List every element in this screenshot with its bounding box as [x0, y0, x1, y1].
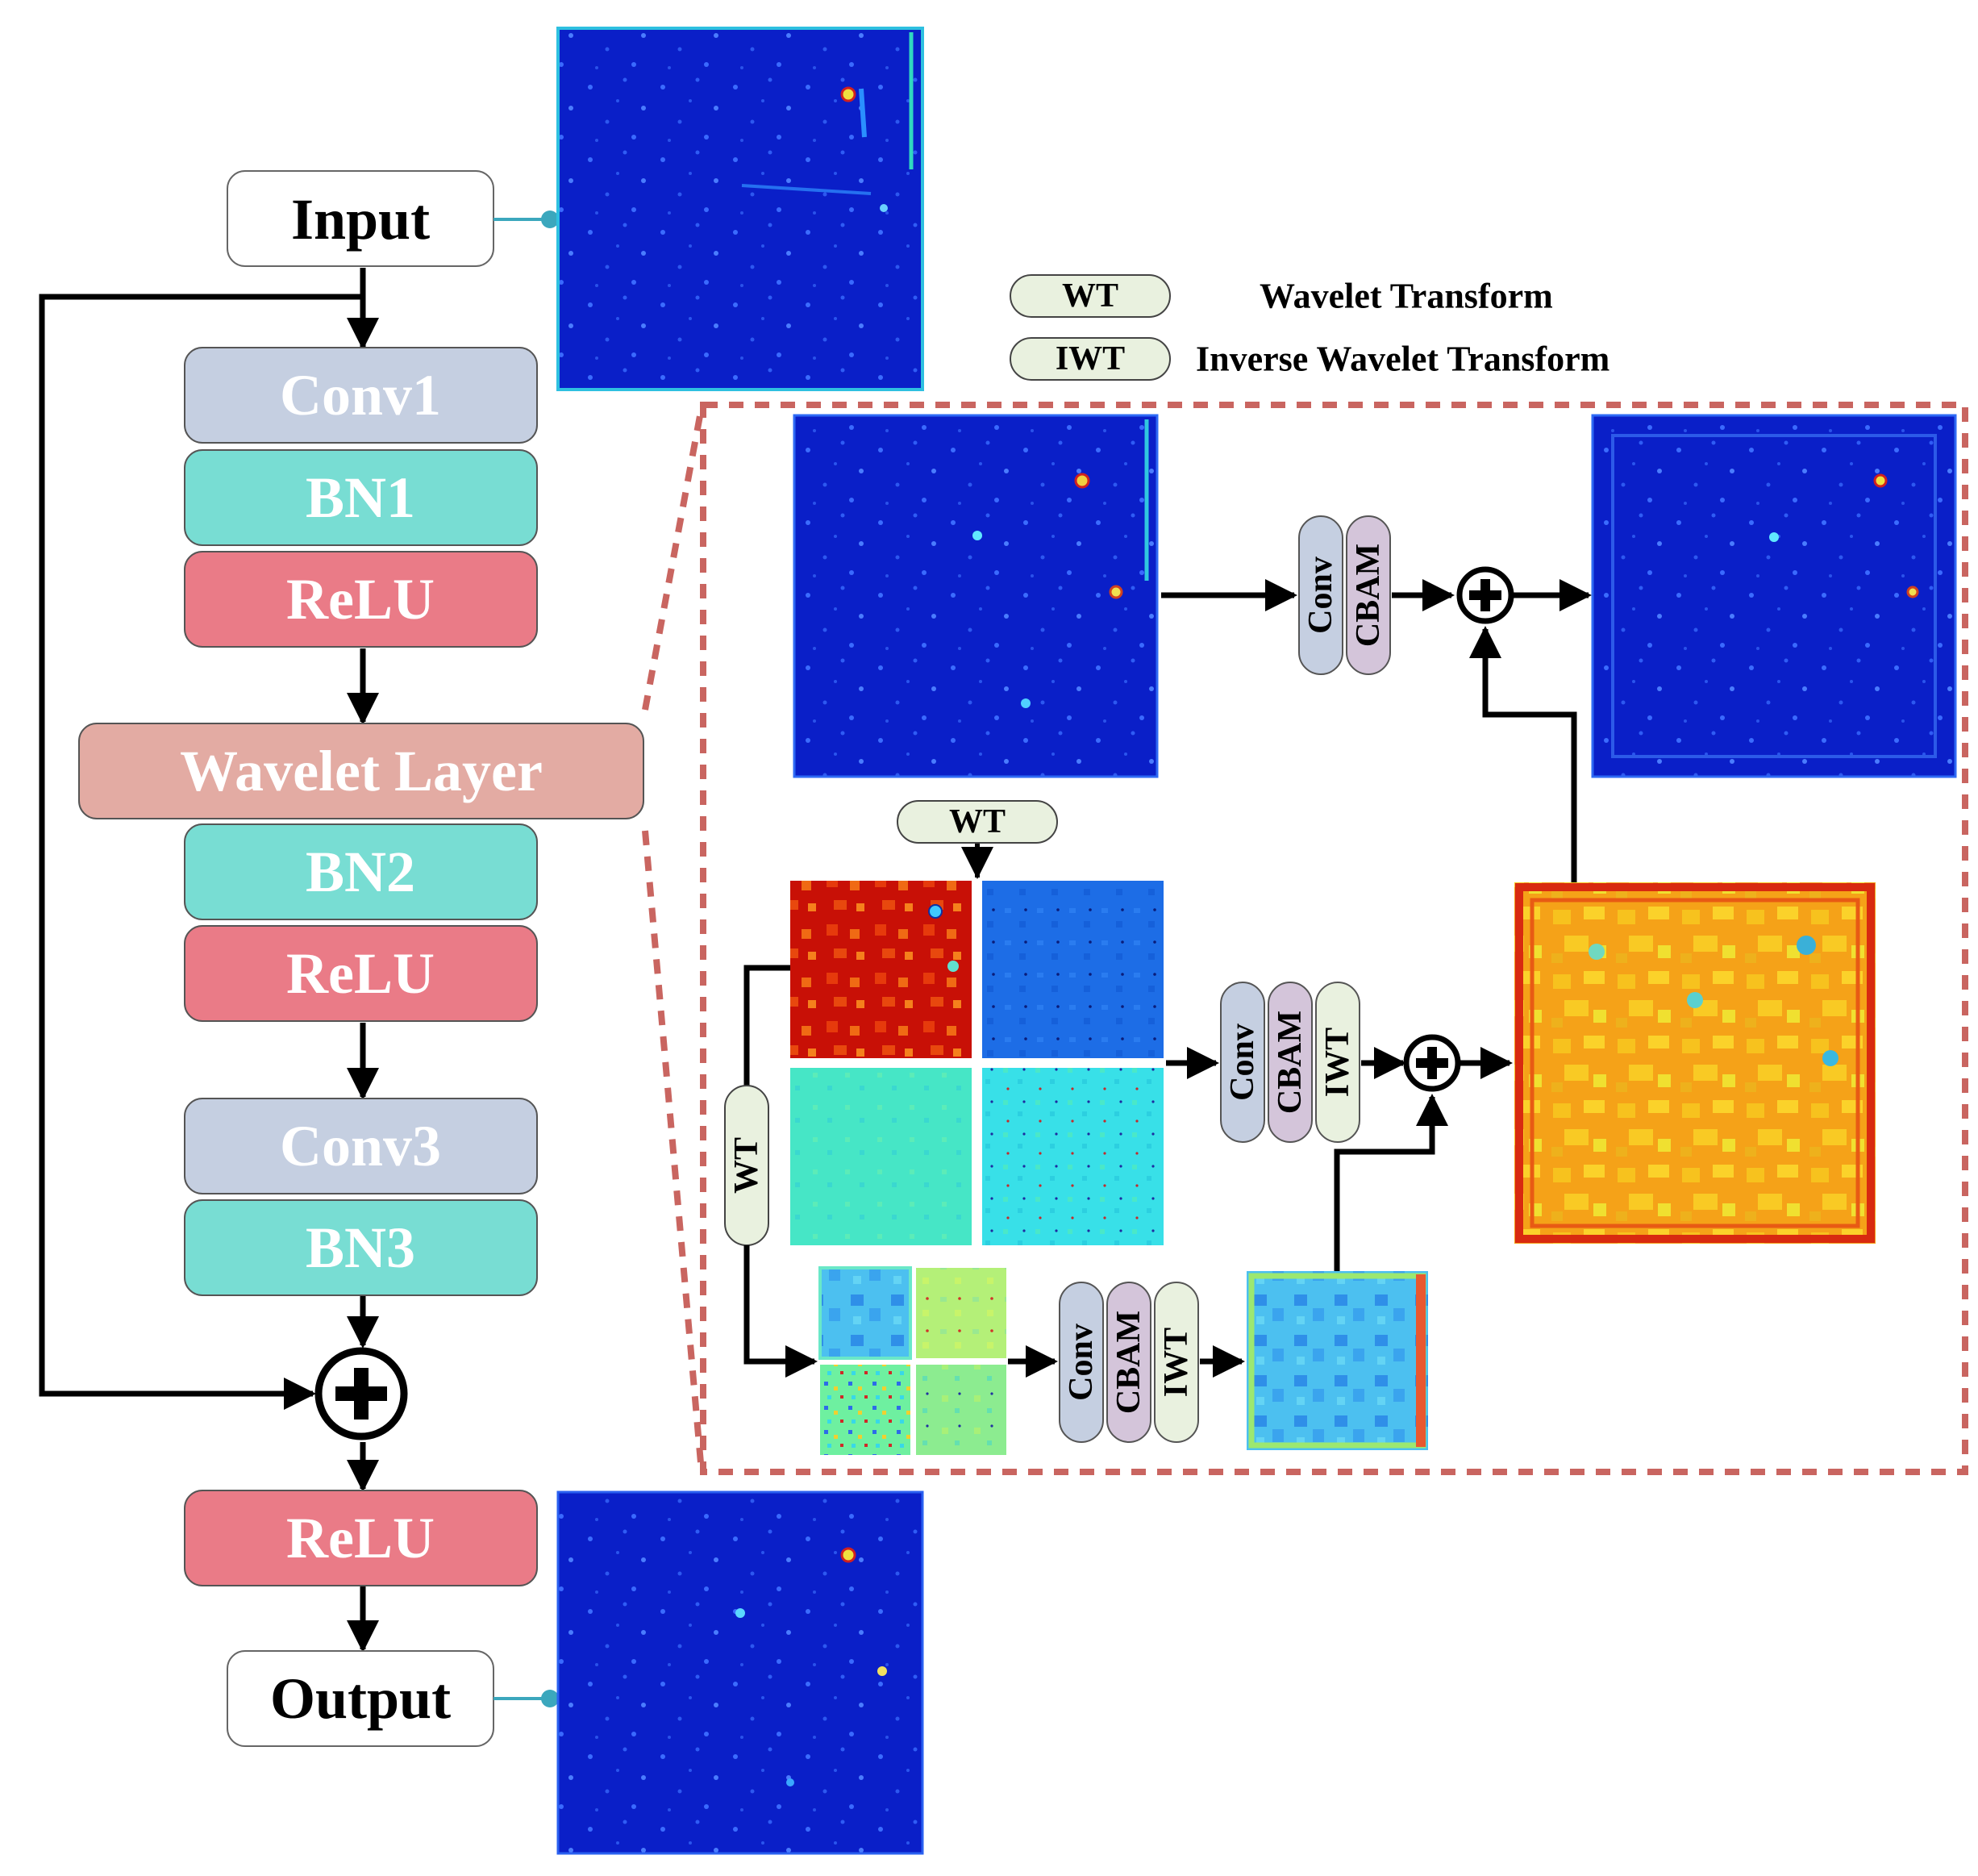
arrow-low-to-mid-add — [1334, 1094, 1448, 1271]
wavelet-layer-box — [78, 723, 644, 819]
legend-wt-pill — [1010, 274, 1171, 318]
conv3-label: Conv3 — [280, 1114, 441, 1178]
bn1-label: BN1 — [306, 465, 415, 530]
low-iwt-pill — [1154, 1282, 1199, 1443]
input-feature-map-image — [556, 27, 924, 391]
conv1-label: Conv1 — [280, 363, 441, 427]
low-iwt-label: IWT — [1158, 1328, 1195, 1397]
low-cbam-label: CBAM — [1110, 1311, 1147, 1414]
input-label: Input — [291, 187, 430, 252]
residual-skip-line — [39, 294, 363, 1410]
low-reconstructed-map-image — [1247, 1271, 1428, 1450]
wt-side-connector-top — [743, 965, 790, 1086]
legend-iwt-pill — [1010, 337, 1171, 381]
bn3-label: BN3 — [306, 1215, 415, 1280]
wavelet-layer-label: Wavelet Layer — [180, 739, 543, 803]
conv3-box — [184, 1098, 538, 1194]
bn2-box — [184, 823, 538, 920]
mid-cbam-pill — [1268, 982, 1313, 1143]
detail-output-map-image — [1591, 414, 1957, 778]
legend: WT Wavelet Transform IWT Inverse Wavelet… — [1010, 274, 1609, 381]
wt-down-label: WT — [949, 803, 1006, 840]
low-conv-label: Conv — [1063, 1324, 1100, 1401]
legend-iwt-full: Inverse Wavelet Transform — [1196, 340, 1609, 379]
top-conv-label: Conv — [1302, 557, 1339, 634]
level2-lh-map-image — [916, 1268, 1006, 1358]
legend-iwt-abbr: IWT — [1056, 340, 1125, 377]
mid-conv-label: Conv — [1224, 1023, 1261, 1101]
level2-hh-map-image — [916, 1365, 1006, 1455]
zoom-line-bottom — [642, 830, 705, 1473]
output-connector-dot — [541, 1690, 559, 1707]
low-cbam-pill — [1106, 1282, 1151, 1443]
fused-map-image — [1514, 882, 1876, 1244]
level2-hl-map-image — [820, 1365, 910, 1455]
relu2-box — [184, 925, 538, 1022]
top-cbam-pill — [1346, 515, 1391, 675]
conv1-box — [184, 347, 538, 444]
main-flow: Input Conv1 BN1 ReLU Wavelet Layer BN2 R… — [39, 170, 644, 1747]
detail-dashed-border — [700, 402, 1968, 1475]
mid-add-icon — [1403, 1034, 1461, 1092]
relu2-label: ReLU — [286, 941, 435, 1006]
wt-side-label: WT — [728, 1137, 765, 1194]
level2-ll-map-image — [818, 1266, 912, 1360]
mid-cbam-label: CBAM — [1272, 1011, 1309, 1114]
legend-wt-abbr: WT — [1062, 277, 1118, 315]
subband-hh-map-image — [982, 1068, 1164, 1245]
subband-ll-map-image — [790, 881, 972, 1058]
wt-down-pill — [897, 800, 1058, 844]
bn2-label: BN2 — [306, 840, 415, 904]
wavelet-layer-detail-panel: Conv CBAM WT — [700, 402, 1968, 1475]
output-label: Output — [270, 1666, 451, 1731]
relu1-label: ReLU — [286, 567, 435, 632]
zoom-line-top — [642, 406, 705, 711]
input-connector-dot — [541, 211, 559, 228]
relu3-label: ReLU — [286, 1506, 435, 1570]
top-conv-pill — [1298, 515, 1343, 675]
residual-add-icon — [314, 1347, 408, 1440]
mid-iwt-label: IWT — [1319, 1028, 1356, 1097]
detail-input-map-image — [793, 414, 1159, 778]
legend-wt-full: Wavelet Transform — [1260, 277, 1553, 316]
relu3-box — [184, 1490, 538, 1586]
arrow-wt-side-to-level2 — [743, 1245, 818, 1378]
top-add-icon — [1456, 566, 1514, 624]
output-feature-map-image — [556, 1490, 924, 1855]
relu1-box — [184, 551, 538, 648]
mid-iwt-pill — [1315, 982, 1360, 1143]
mid-conv-pill — [1220, 982, 1265, 1143]
low-conv-pill — [1059, 1282, 1104, 1443]
bn1-box — [184, 449, 538, 546]
arrow-fused-to-top-add — [1469, 626, 1577, 882]
bn3-box — [184, 1199, 538, 1296]
subband-hl-map-image — [790, 1068, 972, 1245]
top-cbam-label: CBAM — [1350, 544, 1387, 647]
subband-lh-map-image — [982, 881, 1164, 1058]
